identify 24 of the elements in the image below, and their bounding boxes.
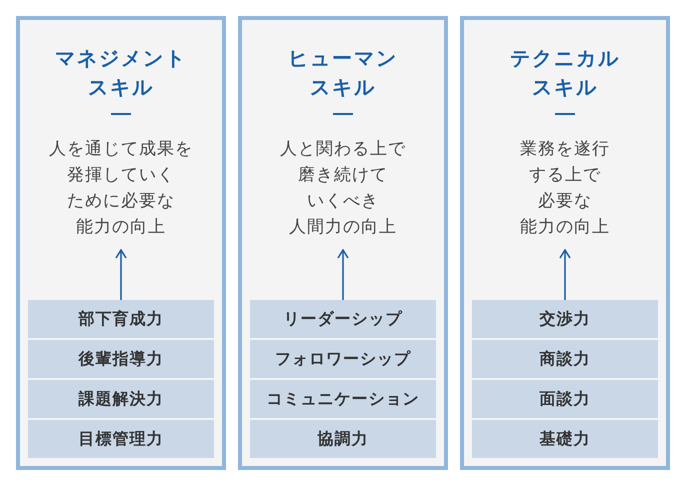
panel-title: テクニカルスキル	[509, 45, 621, 101]
skill-item: リーダーシップ	[250, 300, 436, 338]
panel-title: ヒューマンスキル	[287, 45, 399, 101]
skill-panel	[460, 16, 670, 470]
skill-item: 面談力	[472, 380, 658, 418]
skill-item: 基礎力	[472, 420, 658, 458]
skill-item: 協調力	[250, 420, 436, 458]
skill-item: 課題解決力	[28, 380, 214, 418]
skill-panel	[16, 16, 226, 470]
arrow	[115, 249, 127, 300]
description-text: 人と関わる上で磨き続けていくべき人間力の向上	[242, 136, 444, 250]
skill-item: 交渉力	[472, 300, 658, 338]
skill-item: 目標管理力	[28, 420, 214, 458]
skill-item: フォロワーシップ	[250, 340, 436, 378]
skill-item: 商談力	[472, 340, 658, 378]
description-text: 人を通じて成果を発揮していくために必要な能力の向上	[20, 136, 222, 250]
panel-title: マネジメントスキル	[54, 45, 188, 101]
arrow	[559, 249, 571, 300]
skill-item: 部下育成力	[28, 300, 214, 338]
arrow	[337, 249, 349, 300]
skill-item: 後輩指導力	[28, 340, 214, 378]
skill-item: コミュニケーション	[250, 380, 436, 418]
skill-panel	[238, 16, 448, 470]
description-text: 業務を遂行する上で必要な能力の向上	[464, 136, 666, 250]
